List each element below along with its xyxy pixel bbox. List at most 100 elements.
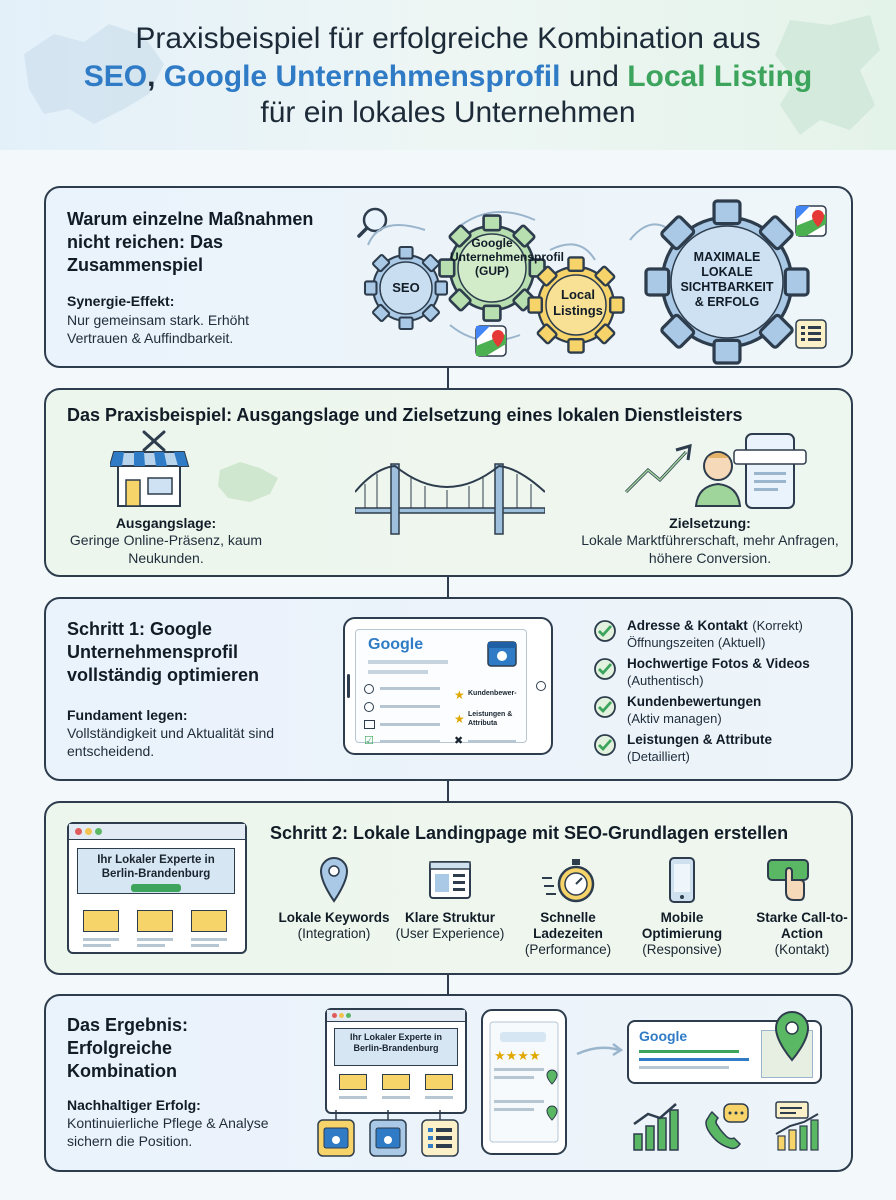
- arrow-right-icon: [576, 1043, 624, 1057]
- click-button-icon: [767, 859, 809, 901]
- start-block: Ausgangslage: Geringe Online-Präsenz, ka…: [66, 515, 266, 567]
- title-sep: ,: [147, 60, 164, 93]
- checklist-desc: (Aktiv managen): [627, 711, 722, 726]
- location-icon: [364, 684, 374, 694]
- tablet-services-label: Leistungen & Attributa: [468, 711, 513, 727]
- start-text: Geringe Online-Präsenz, kaum Neukunden.: [69, 532, 263, 566]
- checklist-title: Leistungen & Attribute: [627, 732, 772, 747]
- check-circle-icon: [594, 734, 616, 756]
- feature-desc: (Kontakt): [774, 942, 830, 957]
- checklist-desc: (Detailliert): [627, 749, 690, 764]
- case-heading: Das Praxisbeispiel: Ausgangslage und Zie…: [67, 405, 743, 425]
- tablet-home-button: [536, 681, 546, 691]
- layout-icon: [429, 861, 471, 899]
- landingpage-browser: Ihr Lokaler Experte in Berlin-Brandenbur…: [67, 822, 247, 954]
- feature-desc: (Responsive): [642, 942, 722, 957]
- goal-title: Zielsetzung:: [669, 515, 751, 531]
- feature-caption: Lokale Keywords(Integration): [274, 910, 394, 942]
- checkbox-icon: ☑: [364, 735, 374, 747]
- feature-desc: (Integration): [297, 926, 371, 941]
- title-ll: Local Listing: [627, 60, 813, 93]
- tablet-reviews-label: Kundenbewer-: [468, 690, 517, 697]
- map-outline-right-icon: [775, 15, 880, 135]
- listing-tiles: [317, 1110, 459, 1157]
- tablet-screen: Google ☑ ★ Kundenbewer- ★ Leistungen & A…: [355, 629, 527, 747]
- google-maps-icon: [475, 325, 507, 357]
- listing-icon: [421, 1119, 459, 1157]
- browser-close-dot: [75, 828, 82, 835]
- google-maps-icon: [795, 205, 827, 237]
- map-outline-left-icon: [24, 24, 164, 124]
- title-line-2: SEO, Google Unternehmensprofil und Local…: [0, 60, 896, 94]
- growth-chart-icon: [633, 1103, 679, 1151]
- clock-icon: [364, 702, 374, 712]
- check-circle-icon: [594, 696, 616, 718]
- business-profile-icon: [317, 1119, 355, 1157]
- map-pin-icon: [319, 856, 349, 903]
- feature-title: Klare Struktur: [404, 910, 496, 925]
- title-line-3: für ein lokales Unternehmen: [260, 96, 636, 129]
- star-icon: ★: [454, 688, 465, 702]
- step1-heading: Schritt 1: Google Unternehmensprofil vol…: [67, 619, 260, 685]
- result-hero-text: Ihr Lokaler Experte in Berlin-Brandenbur…: [349, 1032, 443, 1053]
- step2-heading: Schritt 2: Lokale Landingpage mit SEO-Gr…: [270, 823, 789, 843]
- analytics-icon: [775, 1101, 819, 1151]
- checklist-title: Hochwertige Fotos & Videos: [627, 656, 810, 671]
- browser-minimize-dot: [85, 828, 92, 835]
- tablet-google-logo: Google: [368, 636, 424, 653]
- feature-caption: Klare Struktur(User Experience): [390, 910, 510, 942]
- result-subtitle: Nachhaltiger Erfolg:: [67, 1097, 201, 1113]
- bridge-icon: [355, 463, 545, 535]
- landingpage-hero-text: Ihr Lokaler Experte in Berlin-Brandenbur…: [97, 854, 215, 880]
- gear-gup-label: Google Unternehmensprofil (GUP): [450, 236, 565, 278]
- feature-title: Schnelle Ladezeiten: [533, 910, 603, 941]
- feature-desc: (User Experience): [395, 926, 505, 941]
- checklist-title: Kundenbewertungen: [627, 694, 762, 709]
- magnifier-icon: [357, 207, 388, 238]
- tools-icon: ✖: [454, 735, 464, 747]
- smartphone-icon: [669, 857, 695, 903]
- result-heading: Das Ergebnis: Erfolgreiche Kombination: [67, 1015, 189, 1081]
- feature-title: Lokale Keywords: [278, 910, 390, 925]
- feature-title: Starke Call-to-Action: [756, 910, 848, 941]
- search-google-logo: Google: [639, 1028, 688, 1044]
- header-banner: Praxisbeispiel für erfolgreiche Kombinat…: [0, 0, 896, 150]
- landingpage-hero: Ihr Lokaler Experte in Berlin-Brandenbur…: [77, 848, 235, 894]
- stopwatch-icon: [542, 859, 595, 903]
- goal-text: Lokale Marktführerschaft, mehr Anfragen,…: [581, 532, 839, 566]
- browser-maximize-dot: [95, 828, 102, 835]
- growth-person-phone-icon: [624, 433, 807, 509]
- tablet-mockup: Google ☑ ★ Kundenbewer- ★ Leistungen & A…: [343, 617, 553, 755]
- gear-ll-label: Local Listings: [553, 287, 603, 318]
- business-profile-icon: [487, 641, 517, 667]
- feature-title: Mobile Optimierung: [641, 910, 723, 941]
- checklist-title: Adresse & Kontakt: [627, 618, 748, 633]
- photo-icon: [364, 720, 375, 729]
- result-phone: ★★★★: [481, 1009, 567, 1155]
- hero-cta-button: [131, 884, 181, 892]
- checklist-note: (Korrekt): [752, 618, 803, 633]
- title-gup: Google Unternehmensprofil: [163, 60, 561, 93]
- start-title: Ausgangslage:: [115, 515, 217, 531]
- gear-seo-label: SEO: [392, 280, 420, 295]
- step1-text: Vollständigkeit und Aktualität sind ents…: [67, 725, 275, 759]
- synergy-subtitle: Synergie-Effekt:: [67, 293, 175, 309]
- gear-diagram: [357, 199, 827, 365]
- synergy-heading: Warum einzelne Maßnahmen nicht reichen: …: [67, 209, 314, 275]
- business-profile-icon: [369, 1119, 407, 1157]
- feature-desc: (Performance): [524, 942, 612, 957]
- gear-max-label: MAXIMALE LOKALE SICHTBARKEIT & ERFOLG: [680, 250, 774, 309]
- checklist-desc: (Authentisch): [627, 673, 704, 688]
- title-line-1: Praxisbeispiel für erfolgreiche Kombinat…: [135, 22, 761, 55]
- listing-icon: [795, 319, 827, 349]
- result-browser: Ihr Lokaler Experte in Berlin-Brandenbur…: [325, 1008, 467, 1114]
- synergy-text: Nur gemeinsam stark. Erhöht Vertrauen & …: [67, 312, 250, 346]
- map-pin-icon: [774, 1010, 810, 1062]
- check-circle-icon: [594, 658, 616, 680]
- result-hero: Ihr Lokaler Experte in Berlin-Brandenbur…: [334, 1028, 458, 1066]
- title-seo: SEO: [83, 60, 148, 93]
- feature-caption: Mobile Optimierung(Responsive): [622, 910, 742, 958]
- feature-caption: Starke Call-to-Action(Kontakt): [742, 910, 862, 958]
- star-icon: ★: [454, 712, 465, 726]
- checklist-desc: Öffnungszeiten (Aktuell): [627, 635, 766, 650]
